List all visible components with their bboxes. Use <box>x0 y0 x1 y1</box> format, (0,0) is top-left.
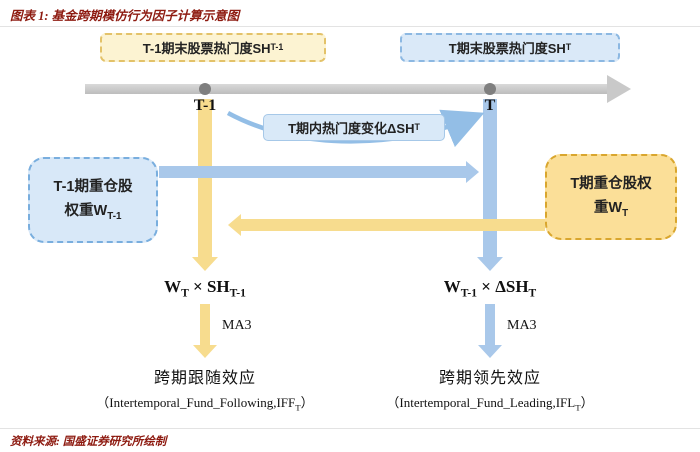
ma3-label-left: MA3 <box>222 318 252 333</box>
formula-leading: WT-1 × ΔSHT <box>443 277 537 300</box>
result-leading: 跨期领先效应 （Intertemporal_Fund_Leading,IFLT） <box>330 364 650 412</box>
result-leading-cn: 跨期领先效应 <box>438 370 541 387</box>
timeline-arrow <box>85 84 607 94</box>
footer-divider <box>0 428 700 429</box>
result-following: 跨期跟随效应 （Intertemporal_Fund_Following,IFF… <box>45 364 365 412</box>
left-arrow-weight-t <box>228 214 545 236</box>
timeline-dot-t <box>484 83 496 95</box>
box-weight-t: T期重仓股权 重WT <box>545 154 677 240</box>
result-following-cn: 跨期跟随效应 <box>153 370 256 387</box>
box-heat-change-delta-text: T期内热门度变化ΔSH <box>288 121 415 136</box>
header-divider <box>0 26 700 27</box>
box-stock-heat-t-text: T期末股票热门度SH <box>448 41 566 56</box>
box-weight-t-line1: T期重仓股权 <box>570 176 652 193</box>
ma3-label-right: MA3 <box>507 318 537 333</box>
box-stock-heat-t-minus-1-text: T-1期末股票热门度SH <box>142 41 271 56</box>
right-arrow-weight-t-minus-1 <box>159 161 479 183</box>
source-note: 资料来源: 国盛证券研究所绘制 <box>10 436 167 448</box>
ma3-down-arrow-left <box>193 304 217 358</box>
box-weight-t-minus-1-line2: 权重WT-1 <box>64 203 122 222</box>
box-weight-t-minus-1: T-1期重仓股 权重WT-1 <box>28 157 158 243</box>
timeline-dot-t-minus-1 <box>199 83 211 95</box>
box-weight-t-minus-1-line1: T-1期重仓股 <box>53 179 133 196</box>
down-arrow-sh-t-minus-1 <box>192 99 218 271</box>
timeline-label-t-minus-1: T-1 <box>193 97 217 114</box>
figure-title: 图表 1: 基金跨期模仿行为因子计算示意图 <box>10 9 240 23</box>
down-arrow-delta-sh <box>477 99 503 271</box>
timeline-label-t: T <box>484 97 496 114</box>
box-weight-t-line2: 重WT <box>593 200 629 219</box>
ma3-down-arrow-right <box>478 304 502 358</box>
formula-following: WT × SHT-1 <box>164 277 246 300</box>
timeline-arrowhead-icon <box>607 75 631 103</box>
result-leading-en: （Intertemporal_Fund_Leading,IFLT） <box>386 395 594 413</box>
result-following-en: （Intertemporal_Fund_Following,IFFT） <box>96 395 314 413</box>
